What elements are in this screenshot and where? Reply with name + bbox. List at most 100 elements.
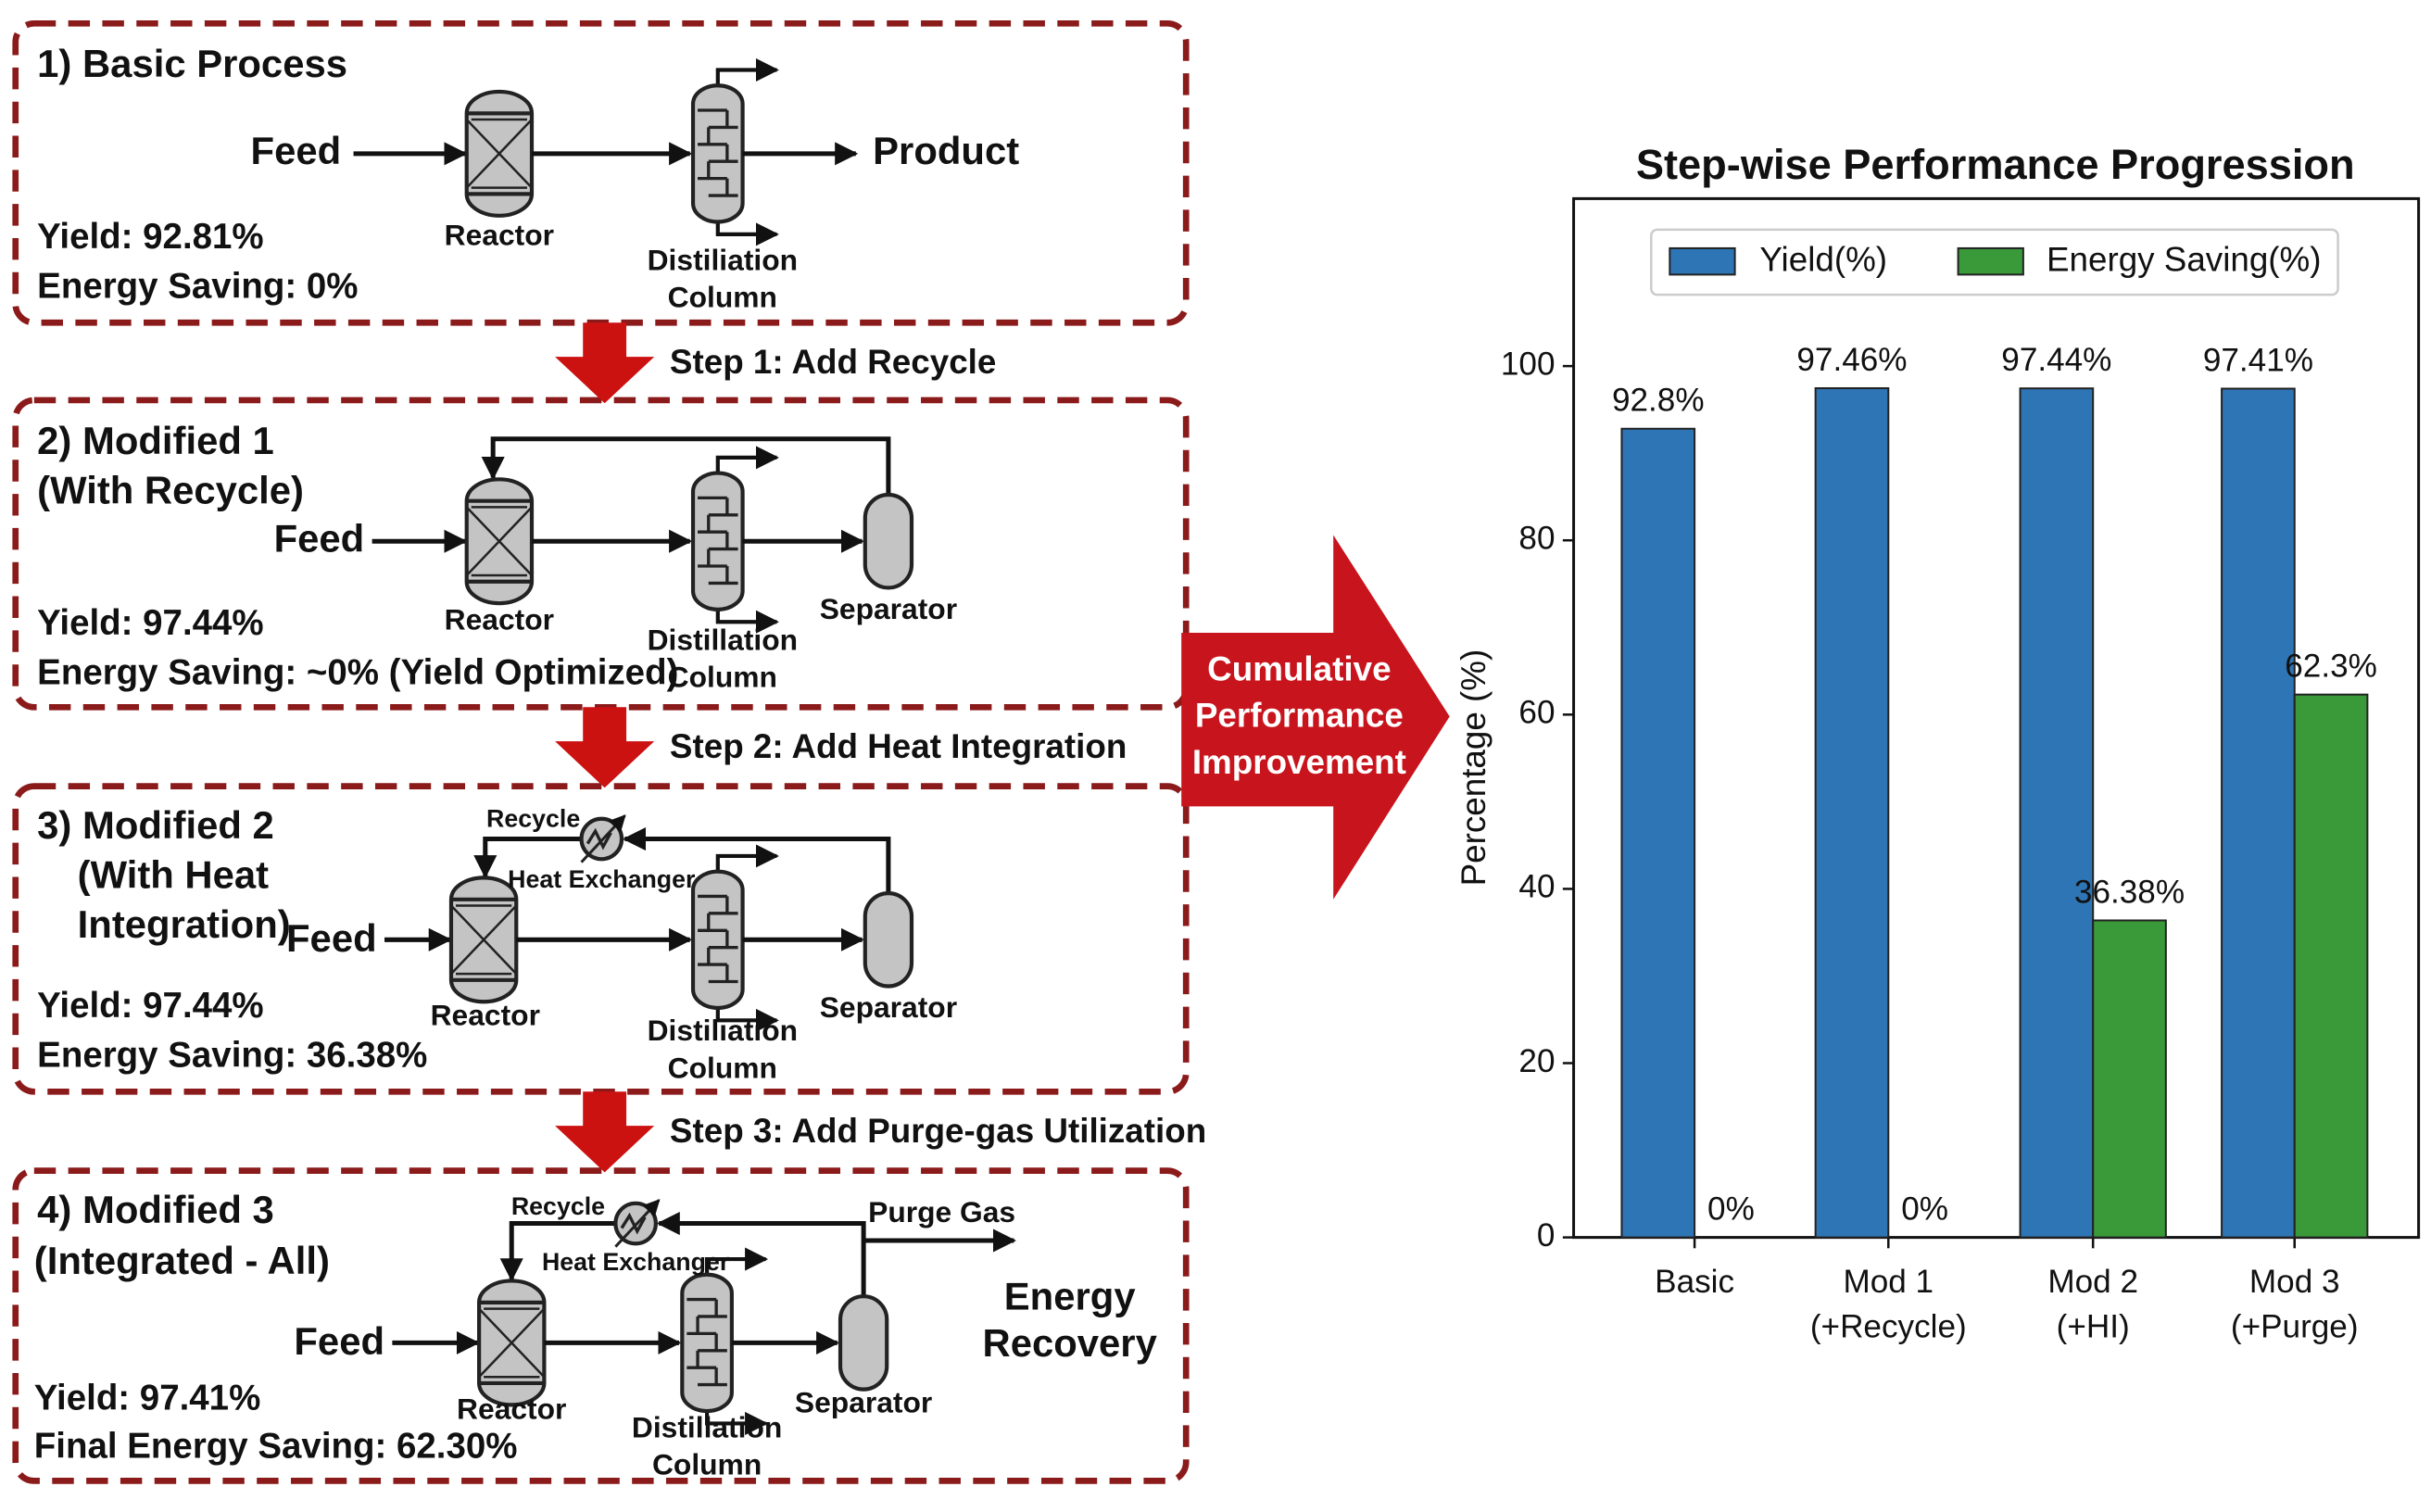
yield-data-label: 92.8% (1612, 383, 1705, 419)
feed-label: Feed (286, 916, 377, 960)
energy-saving-data-label: 0% (1707, 1191, 1755, 1227)
recycle-return-stream (622, 826, 891, 895)
x-tick-label: (+Recycle) (1810, 1309, 1967, 1345)
panel-2-title: 2) Modified 1 (37, 419, 274, 462)
x-tick-label: Mod 2 (2047, 1264, 2138, 1300)
distillation-column-icon (690, 57, 779, 246)
panel-1-energy-saving: Energy Saving: 0% (37, 267, 358, 307)
overhead-outlet (715, 844, 779, 872)
chart-title: Step-wise Performance Progression (1636, 141, 2355, 188)
energy-saving-data-label: 36.38% (2074, 874, 2185, 910)
recycle-label: Recycle (511, 1192, 605, 1220)
reactor-icon (448, 876, 519, 1004)
legend-energy-saving-swatch (1957, 246, 2024, 276)
product-label: Product (873, 129, 1019, 172)
column-label: Distillation (632, 1411, 782, 1444)
panel-3-title: 3) Modified 2 (37, 803, 274, 847)
overhead-outlet (705, 1247, 769, 1275)
x-tick-label: (+HI) (2057, 1309, 2130, 1345)
y-tick-label: 80 (1518, 521, 1555, 557)
panel-1-title: 1) Basic Process (37, 42, 347, 85)
bar-chart: Step-wise Performance Progression0204060… (1455, 141, 2421, 1345)
panel-1-yield: Yield: 92.81% (37, 217, 263, 257)
yield-bar (2019, 387, 2095, 1239)
column-label: Column (668, 281, 777, 314)
bottoms-outlet (715, 221, 779, 246)
cumulative-improvement-label: Cumulative (1207, 650, 1391, 688)
column-label: Column (652, 1448, 762, 1481)
cumulative-improvement-label: Improvement (1192, 743, 1406, 781)
y-tick-label: 20 (1518, 1043, 1555, 1079)
legend-yield-swatch (1669, 246, 1736, 276)
distillation-column-icon (690, 446, 779, 634)
y-tick-label: 100 (1501, 346, 1556, 382)
heat-exchanger-label: Heat Exchanger (542, 1248, 730, 1276)
separator-icon (863, 492, 914, 590)
cumulative-improvement-label: Performance (1195, 697, 1404, 735)
recycle-stream (481, 436, 891, 497)
column-label: Column (668, 1051, 777, 1084)
reactor-icon (464, 89, 535, 218)
separator-icon (838, 1294, 889, 1392)
panel-3-title: Integration) (78, 902, 291, 946)
panel-4-border (12, 1167, 1190, 1484)
plot-area (1572, 196, 2421, 1240)
reactor-label: Reactor (431, 998, 540, 1031)
panel-4-yield: Yield: 97.41% (34, 1378, 260, 1418)
reactor-label: Reactor (457, 1392, 566, 1425)
x-tick-label: Mod 1 (1843, 1264, 1933, 1300)
yield-data-label: 97.41% (2203, 342, 2313, 378)
overhead-outlet (715, 57, 779, 86)
panel-3-title: (With Heat (78, 852, 269, 896)
energy-recovery-label: Energy (1004, 1275, 1137, 1318)
x-tick-label: (+Purge) (2231, 1309, 2359, 1345)
energy-saving-data-label: 0% (1901, 1191, 1948, 1227)
step-1-down-arrow-icon (555, 322, 655, 404)
legend-energy-saving-label: Energy Saving(%) (2047, 241, 2322, 279)
heat-exchanger-label: Heat Exchanger (508, 865, 696, 893)
separator-label: Separator (795, 1386, 932, 1419)
yield-bar (1814, 387, 1890, 1239)
y-tick-label: 40 (1518, 869, 1555, 905)
column-label: Distiliation (648, 243, 798, 276)
step-3-label: Step 3: Add Purge-gas Utilization (670, 1112, 1206, 1150)
separator-label: Separator (820, 990, 957, 1024)
reactor-icon (464, 477, 535, 606)
yield-bar (1620, 427, 1696, 1239)
recycle-stream (499, 1221, 616, 1282)
y-axis-label: Percentage (%) (1455, 649, 1493, 887)
column-label: Column (668, 661, 777, 694)
yield-data-label: 97.46% (1796, 342, 1907, 378)
step-2-label: Step 2: Add Heat Integration (670, 727, 1127, 765)
recycle-return-stream (656, 1212, 866, 1297)
yield-data-label: 97.44% (2001, 342, 2111, 378)
feed-label: Feed (251, 129, 342, 172)
distillation-column-icon (680, 1247, 769, 1435)
x-tick-label: Mod 3 (2249, 1264, 2340, 1300)
bottoms-outlet (705, 1411, 769, 1435)
bottoms-outlet (715, 1007, 779, 1032)
column-label: Distillation (648, 623, 798, 656)
energy-saving-bar (2092, 919, 2167, 1239)
y-tick-label: 0 (1537, 1217, 1556, 1254)
panel-3-energy-saving: Energy Saving: 36.38% (37, 1036, 427, 1076)
separator-icon (863, 891, 914, 989)
reactor-icon (477, 1279, 547, 1407)
panel-2-yield: Yield: 97.44% (37, 603, 263, 643)
energy-saving-data-label: 62.3% (2285, 649, 2377, 685)
panel-4-title: (Integrated - All) (34, 1239, 330, 1282)
feed-label: Feed (294, 1319, 384, 1363)
energy-recovery-label: Recovery (983, 1321, 1158, 1365)
x-tick-label: Basic (1655, 1264, 1734, 1300)
reactor-label: Reactor (445, 219, 554, 252)
feed-label: Feed (274, 516, 365, 560)
heat-exchanger-icon (613, 1199, 661, 1248)
step-3-down-arrow-icon (555, 1091, 655, 1173)
panel-2-title: (With Recycle) (37, 468, 304, 511)
separator-label: Separator (820, 592, 957, 625)
step-2-down-arrow-icon (555, 707, 655, 788)
column-label: Distiliation (648, 1014, 798, 1047)
recycle-label: Recycle (486, 805, 580, 833)
